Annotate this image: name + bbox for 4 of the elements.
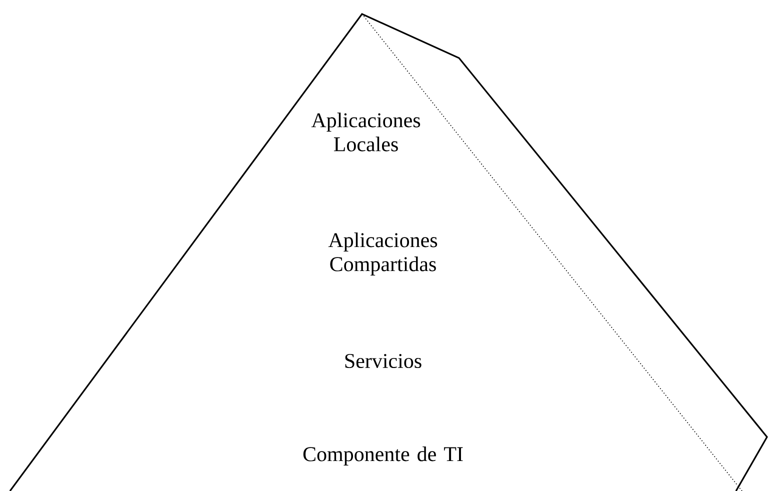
layer-label: Componente de TI bbox=[303, 446, 463, 466]
layer-label: Aplicaciones Locales bbox=[311, 112, 420, 152]
layer-label: Servicios bbox=[345, 354, 422, 368]
layer-label: Aplicaciones Compartidas bbox=[328, 232, 438, 276]
